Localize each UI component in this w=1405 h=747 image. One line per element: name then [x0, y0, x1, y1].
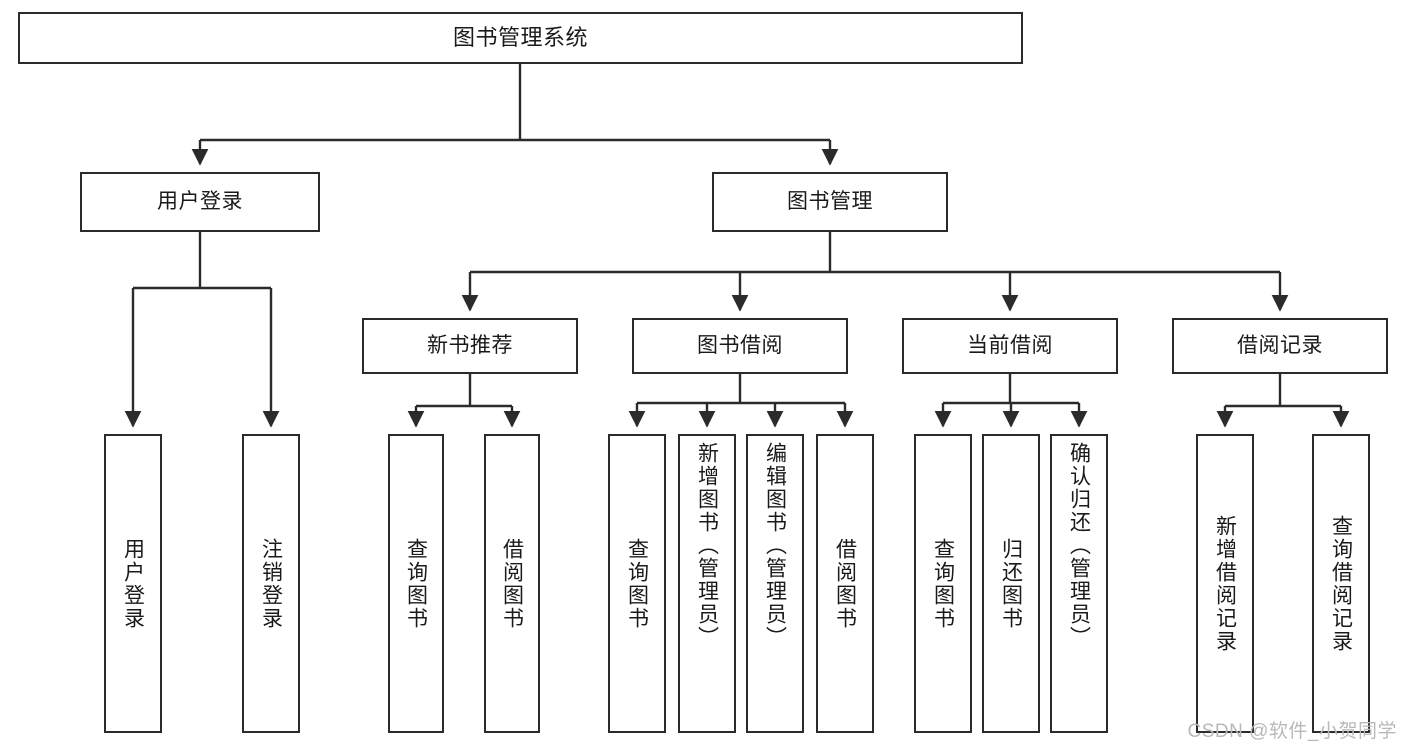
node-leaf-edit-book-label: 编辑图书（管理员）: [763, 442, 787, 649]
node-current-borrow-label: 当前借阅: [967, 333, 1053, 357]
node-leaf-query-book-2-label: 查询图书: [625, 537, 649, 630]
node-current-borrow[interactable]: 当前借阅: [902, 318, 1118, 374]
node-leaf-user-login[interactable]: 用户登录: [104, 434, 162, 733]
node-leaf-borrow-book-1[interactable]: 借阅图书: [484, 434, 540, 733]
node-leaf-return-book-label: 归还图书: [999, 537, 1023, 630]
node-leaf-query-book-1[interactable]: 查询图书: [388, 434, 444, 733]
node-leaf-add-record[interactable]: 新增借阅记录: [1196, 434, 1254, 733]
node-new-book-recommend[interactable]: 新书推荐: [362, 318, 578, 374]
node-borrow-record[interactable]: 借阅记录: [1172, 318, 1388, 374]
watermark-text: CSDN @软件_小贺同学: [1187, 721, 1397, 742]
node-leaf-confirm-return[interactable]: 确认归还（管理员）: [1050, 434, 1108, 733]
node-leaf-query-record[interactable]: 查询借阅记录: [1312, 434, 1370, 733]
node-root[interactable]: 图书管理系统: [18, 12, 1023, 64]
node-leaf-edit-book[interactable]: 编辑图书（管理员）: [746, 434, 804, 733]
node-book-manage-label: 图书管理: [787, 189, 873, 213]
node-leaf-add-book[interactable]: 新增图书（管理员）: [678, 434, 736, 733]
node-leaf-query-book-3[interactable]: 查询图书: [914, 434, 972, 733]
node-leaf-add-record-label: 新增借阅记录: [1213, 514, 1237, 653]
node-borrow-record-label: 借阅记录: [1237, 333, 1323, 357]
node-leaf-query-book-1-label: 查询图书: [404, 537, 428, 630]
node-leaf-query-book-2[interactable]: 查询图书: [608, 434, 666, 733]
node-user-login-label: 用户登录: [157, 189, 243, 213]
node-root-label: 图书管理系统: [452, 25, 588, 51]
node-book-borrow[interactable]: 图书借阅: [632, 318, 848, 374]
node-leaf-logout[interactable]: 注销登录: [242, 434, 300, 733]
node-book-borrow-label: 图书借阅: [697, 333, 783, 357]
node-leaf-query-record-label: 查询借阅记录: [1329, 514, 1353, 653]
node-leaf-logout-label: 注销登录: [259, 537, 283, 630]
node-leaf-confirm-return-label: 确认归还（管理员）: [1067, 442, 1091, 649]
node-leaf-return-book[interactable]: 归还图书: [982, 434, 1040, 733]
node-leaf-query-book-3-label: 查询图书: [931, 537, 955, 630]
node-user-login[interactable]: 用户登录: [80, 172, 320, 232]
node-leaf-borrow-book-2-label: 借阅图书: [833, 537, 857, 630]
node-leaf-user-login-label: 用户登录: [121, 537, 145, 630]
node-leaf-add-book-label: 新增图书（管理员）: [695, 442, 719, 649]
node-new-book-recommend-label: 新书推荐: [427, 333, 513, 357]
node-leaf-borrow-book-1-label: 借阅图书: [500, 537, 524, 630]
node-leaf-borrow-book-2[interactable]: 借阅图书: [816, 434, 874, 733]
node-book-manage[interactable]: 图书管理: [712, 172, 948, 232]
